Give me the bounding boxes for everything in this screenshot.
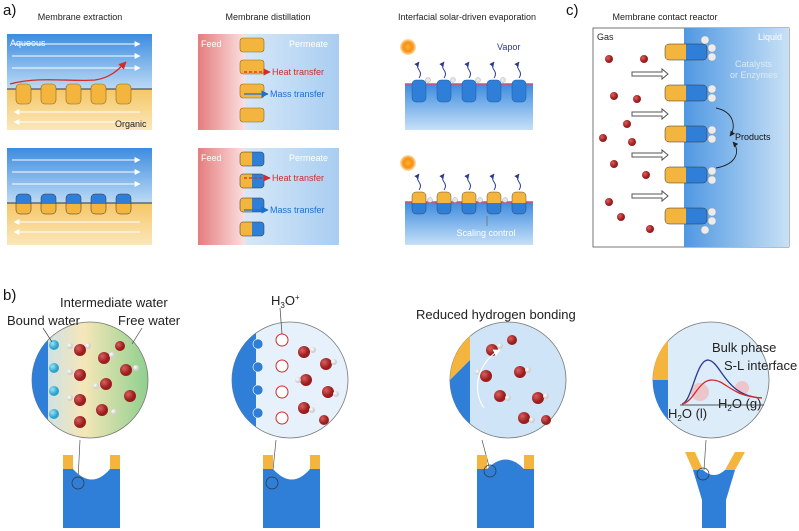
hydronium-label: H3O+ [271, 293, 300, 310]
permeate-label-top: Permeate [289, 39, 328, 49]
title-solar-evaporation: Interfacial solar-driven evaporation [398, 12, 536, 22]
distillation-bottom: Feed Permeate Heat transfer Mass transfe… [198, 148, 339, 245]
extraction-top: Aqueous Organic [7, 34, 152, 130]
liquid-label: Liquid [758, 32, 782, 42]
permeate-label-bottom: Permeate [289, 153, 328, 163]
scaling-control-label: Scaling control [456, 228, 515, 238]
panel-label-b: b) [3, 287, 16, 304]
heat-transfer-label-top: Heat transfer [272, 67, 324, 77]
feed-label-top: Feed [201, 39, 222, 49]
panel-label-c: c) [566, 2, 579, 19]
extraction-bottom [7, 148, 152, 245]
water-states-circle-1: Intermediate water Bound water Free wate… [7, 295, 181, 528]
intermediate-water-label: Intermediate water [60, 295, 168, 310]
mass-transfer-label-bottom: Mass transfer [270, 205, 325, 215]
vapor-label: Vapor [497, 42, 520, 52]
bulk-phase-label: Bulk phase [712, 340, 776, 355]
sun-icon [400, 39, 416, 55]
catalysts-label-line1: Catalysts [735, 59, 773, 69]
evaporation-bottom: Scaling control [400, 155, 533, 245]
evaporation-top: Vapor [400, 39, 533, 130]
membrane-pore-1 [63, 455, 120, 528]
title-membrane-extraction: Membrane extraction [38, 12, 123, 22]
membrane-pore-2 [263, 455, 320, 528]
membrane-pore-3 [477, 455, 534, 528]
sun-icon [400, 155, 416, 171]
reduced-hydrogen-bonding-label: Reduced hydrogen bonding [416, 307, 576, 322]
water-states-circle-4: Bulk phase S-L interface H2O (l) H2O (g) [652, 321, 797, 528]
title-contact-reactor: Membrane contact reactor [612, 12, 717, 22]
panel-label-a: a) [3, 2, 16, 19]
title-membrane-distillation: Membrane distillation [225, 12, 310, 22]
water-states-circle-3: Reduced hydrogen bonding [416, 307, 576, 528]
feed-label-bottom: Feed [201, 153, 222, 163]
sl-interface-label: S-L interface [724, 358, 797, 373]
contact-reactor: Gas Liquid Catalysts o [592, 27, 790, 248]
free-water-label: Free water [118, 313, 181, 328]
bound-water-label: Bound water [7, 313, 81, 328]
gas-label: Gas [597, 32, 614, 42]
water-states-circle-2: H3O+ [231, 293, 349, 528]
distillation-top: Feed Permeate Heat transfer Mass transfe… [198, 34, 339, 130]
h2o-liquid-label: H2O (l) [668, 406, 707, 423]
organic-label: Organic [115, 119, 147, 129]
heat-transfer-label-bottom: Heat transfer [272, 173, 324, 183]
membrane-pore-4 [685, 452, 745, 528]
mass-transfer-label-top: Mass transfer [270, 89, 325, 99]
products-label: Products [735, 132, 771, 142]
aqueous-label: Aqueous [10, 38, 46, 48]
catalysts-label-line2: or Enzymes [730, 70, 778, 80]
h2o-gas-label: H2O (g) [718, 396, 761, 413]
